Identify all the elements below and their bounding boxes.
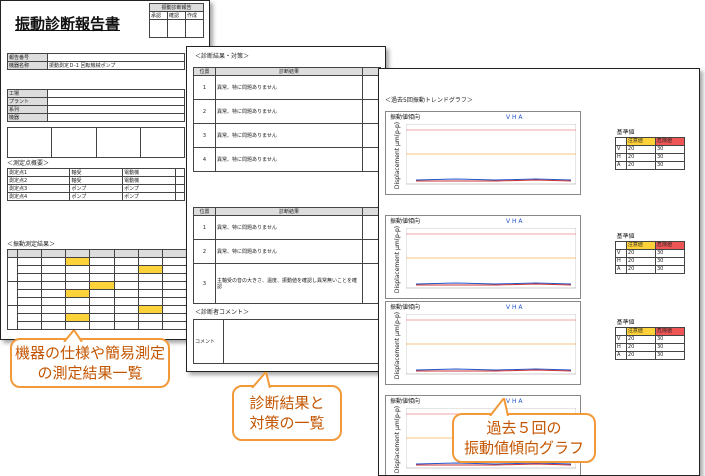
criteria-title: 基準値 [616, 129, 635, 136]
trend-chart-plot [406, 228, 576, 289]
series-v-line [415, 282, 572, 285]
trend-chart-legend: V H A [506, 304, 523, 311]
trend-chart-panel: 振動値傾向 Displacement μm(p-p) V H A [385, 215, 581, 299]
callout-summary: 機器の仕様や簡易測定 の測定結果一覧 [10, 338, 170, 388]
trend-chart-legend: V H A [506, 398, 523, 405]
trend-chart-legend: V H A [506, 218, 523, 225]
callout-diagnosis-tail [251, 372, 271, 388]
spec-table [6, 127, 186, 158]
criteria-title: 基準値 [616, 233, 635, 240]
trend-header: ＜過去5回振動トレンドグラフ＞ [385, 97, 473, 104]
criteria-title: 基準値 [616, 319, 635, 326]
trend-chart-panel: 振動値傾向 Displacement μm(p-p) V H A [385, 111, 581, 195]
spec-section-heading: ＜測定点概要＞ [7, 160, 50, 167]
trend-chart-ylabel: Displacement μm(p-p) [394, 121, 402, 190]
callout-summary-tail [63, 330, 83, 342]
trend-chart-ylabel: Displacement μm(p-p) [394, 405, 402, 474]
series-h-line [416, 463, 572, 466]
trend-chart-plot [406, 124, 576, 185]
trend-chart-ylabel: Displacement μm(p-p) [394, 311, 402, 380]
report-sheet-summary: 振動診断報告書 振動診断報告 承認確認作成 報告番号 機器名称振動測定Ｄ-1 回… [0, 0, 210, 340]
callout-diagnosis: 診断結果と 対策の一覧 [232, 385, 342, 441]
report-title: 振動診断報告書 [15, 15, 121, 33]
comment-heading: ＜診断者コメント＞ [195, 309, 250, 316]
trend-chart-ylabel: Displacement μm(p-p) [394, 225, 402, 294]
series-v-line [415, 368, 572, 371]
trend-chart-plot [406, 314, 576, 375]
trend-chart-title: 振動値傾向 [390, 218, 421, 225]
trend-chart-title: 振動値傾向 [390, 398, 421, 405]
plant-table: 工場 プラント 系列 機器 [7, 89, 185, 122]
callout-trend-tail [489, 398, 509, 416]
trend-chart-panel: 振動値傾向 Displacement μm(p-p) V H A [385, 301, 581, 385]
result-section-heading: ＜振動測定結果＞ [7, 241, 56, 248]
trend-chart-title: 振動値傾向 [390, 114, 421, 121]
comment-table: コメント [193, 319, 381, 364]
series-v-line [415, 178, 572, 181]
series-h-line [416, 179, 572, 182]
report-sheet-trend: ＜過去5回振動トレンドグラフ＞ 振動値傾向 Displacement μm(p-… [378, 68, 700, 476]
trend-chart-title: 振動値傾向 [390, 304, 421, 311]
trend-chart-legend: V H A [506, 114, 523, 121]
series-h-line [416, 283, 572, 286]
series-v-line [415, 462, 572, 465]
measurement-result-table [7, 249, 188, 330]
callout-trend: 過去５回の 振動値傾向グラフ [452, 413, 596, 463]
diagnosis-header: ＜診断結果・対策＞ [195, 53, 250, 60]
approval-stamp-table: 振動診断報告 承認確認作成 [149, 3, 204, 38]
info-table: 報告番号 機器名称振動測定Ｄ-1 回転機械ポンプ [7, 53, 185, 70]
series-h-line [416, 369, 572, 372]
